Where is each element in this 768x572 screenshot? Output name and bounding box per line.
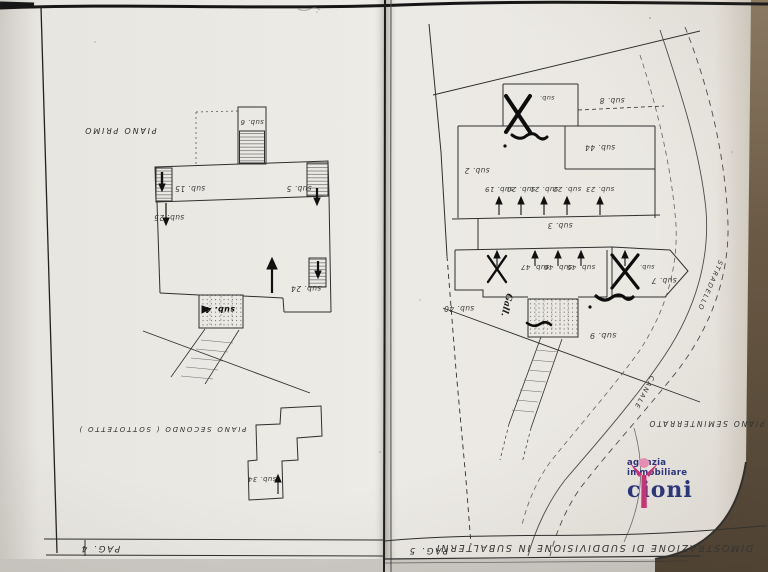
pen-dots (503, 144, 592, 309)
handwritten-annotation (594, 293, 635, 302)
cioni-logo: agenzia immobiliare cioni (627, 454, 693, 508)
logo-line-immobiliare: immobiliare (627, 468, 688, 479)
left-page: PAG. 4 PIAN (40, 6, 386, 557)
label-sub-5: sub. 5 (286, 184, 311, 193)
label-sub-4-handwritten: sub. 4 (205, 305, 235, 314)
stairs-hatch (239, 130, 265, 164)
label-sub-22: sub. 22 (553, 185, 582, 193)
label-sub-34: sub. 34 (248, 475, 277, 483)
label-sub-crossed: sub. (539, 94, 554, 102)
x-mark-icon (610, 253, 640, 290)
label-sub-8: sub. 8 (599, 96, 624, 105)
x-mark-icon (504, 94, 532, 134)
pen-arrowhead (201, 305, 212, 314)
label-sub-40: sub. 40 (444, 304, 475, 313)
bottom-scan-strip (0, 559, 668, 572)
label-sub-7: sub. 7 (651, 276, 676, 285)
spine-lines (383, 0, 392, 572)
label-sub-23: sub. 23 (586, 185, 615, 193)
paper-specks (94, 11, 733, 453)
floor2-title: PIANO SECONDO ( SOTTOTETTO ) (78, 425, 247, 433)
basement-title: PIANO SEMINTERRATO (648, 419, 765, 428)
road-contours (521, 26, 729, 557)
attic-arrow (274, 473, 282, 494)
handwritten-annotation (525, 320, 553, 328)
label-sub-20: sub. 20 (507, 185, 536, 193)
entrance-arrows-row1 (495, 195, 604, 215)
label-sub-24: sub. 24 (291, 284, 322, 293)
label-sub-2: sub. 2 (464, 166, 489, 175)
label-sub-6: sub. 6 (240, 118, 264, 126)
book-spine (374, 0, 398, 572)
label-sub-25: sub. 25 (154, 213, 185, 222)
caption: DIMOSTRAZIONE DI SUDDIVISIONE IN SUBALTE… (435, 542, 753, 553)
label-sub-3: sub. 3 (547, 221, 572, 230)
label-sub-21: sub. 21 (530, 185, 559, 193)
label-sub-46: sub. 46 (544, 263, 573, 271)
building-outline (451, 83, 689, 464)
footer-rules (43, 538, 386, 557)
stairs-hatch (527, 298, 579, 338)
handwritten-annotation (510, 132, 549, 141)
entrance-arrows-row2 (493, 249, 629, 266)
footer-rules-right (384, 525, 767, 564)
label-sub-15: sub. 15 (175, 184, 206, 193)
label-sub-9: sub. 9 (590, 331, 617, 340)
page-number-left: PAG. 4 (80, 543, 120, 553)
x-mark-icon (486, 254, 508, 284)
label-sub-44: sub. 44 (585, 143, 616, 152)
floor-plan-attic (247, 405, 323, 501)
direction-arrows (158, 172, 322, 314)
label-sub-47: sub. 47 (521, 263, 550, 271)
label-sub-19: sub. 19 (485, 185, 514, 193)
page-number-right: PAG. 5 (408, 545, 448, 555)
scanner-edge (655, 0, 768, 572)
site-boundaries (428, 23, 701, 546)
label-sub-45: sub. 45 (567, 263, 596, 271)
crossed-out-marks (486, 94, 640, 328)
floor-plan-first (142, 106, 332, 394)
logo-figure-icon (630, 458, 658, 508)
scan-noise (0, 0, 768, 11)
page-border-left (40, 6, 58, 554)
floor1-title: PIANO PRIMO (83, 126, 156, 135)
label-sub-crossed-2: sub. (639, 263, 654, 271)
